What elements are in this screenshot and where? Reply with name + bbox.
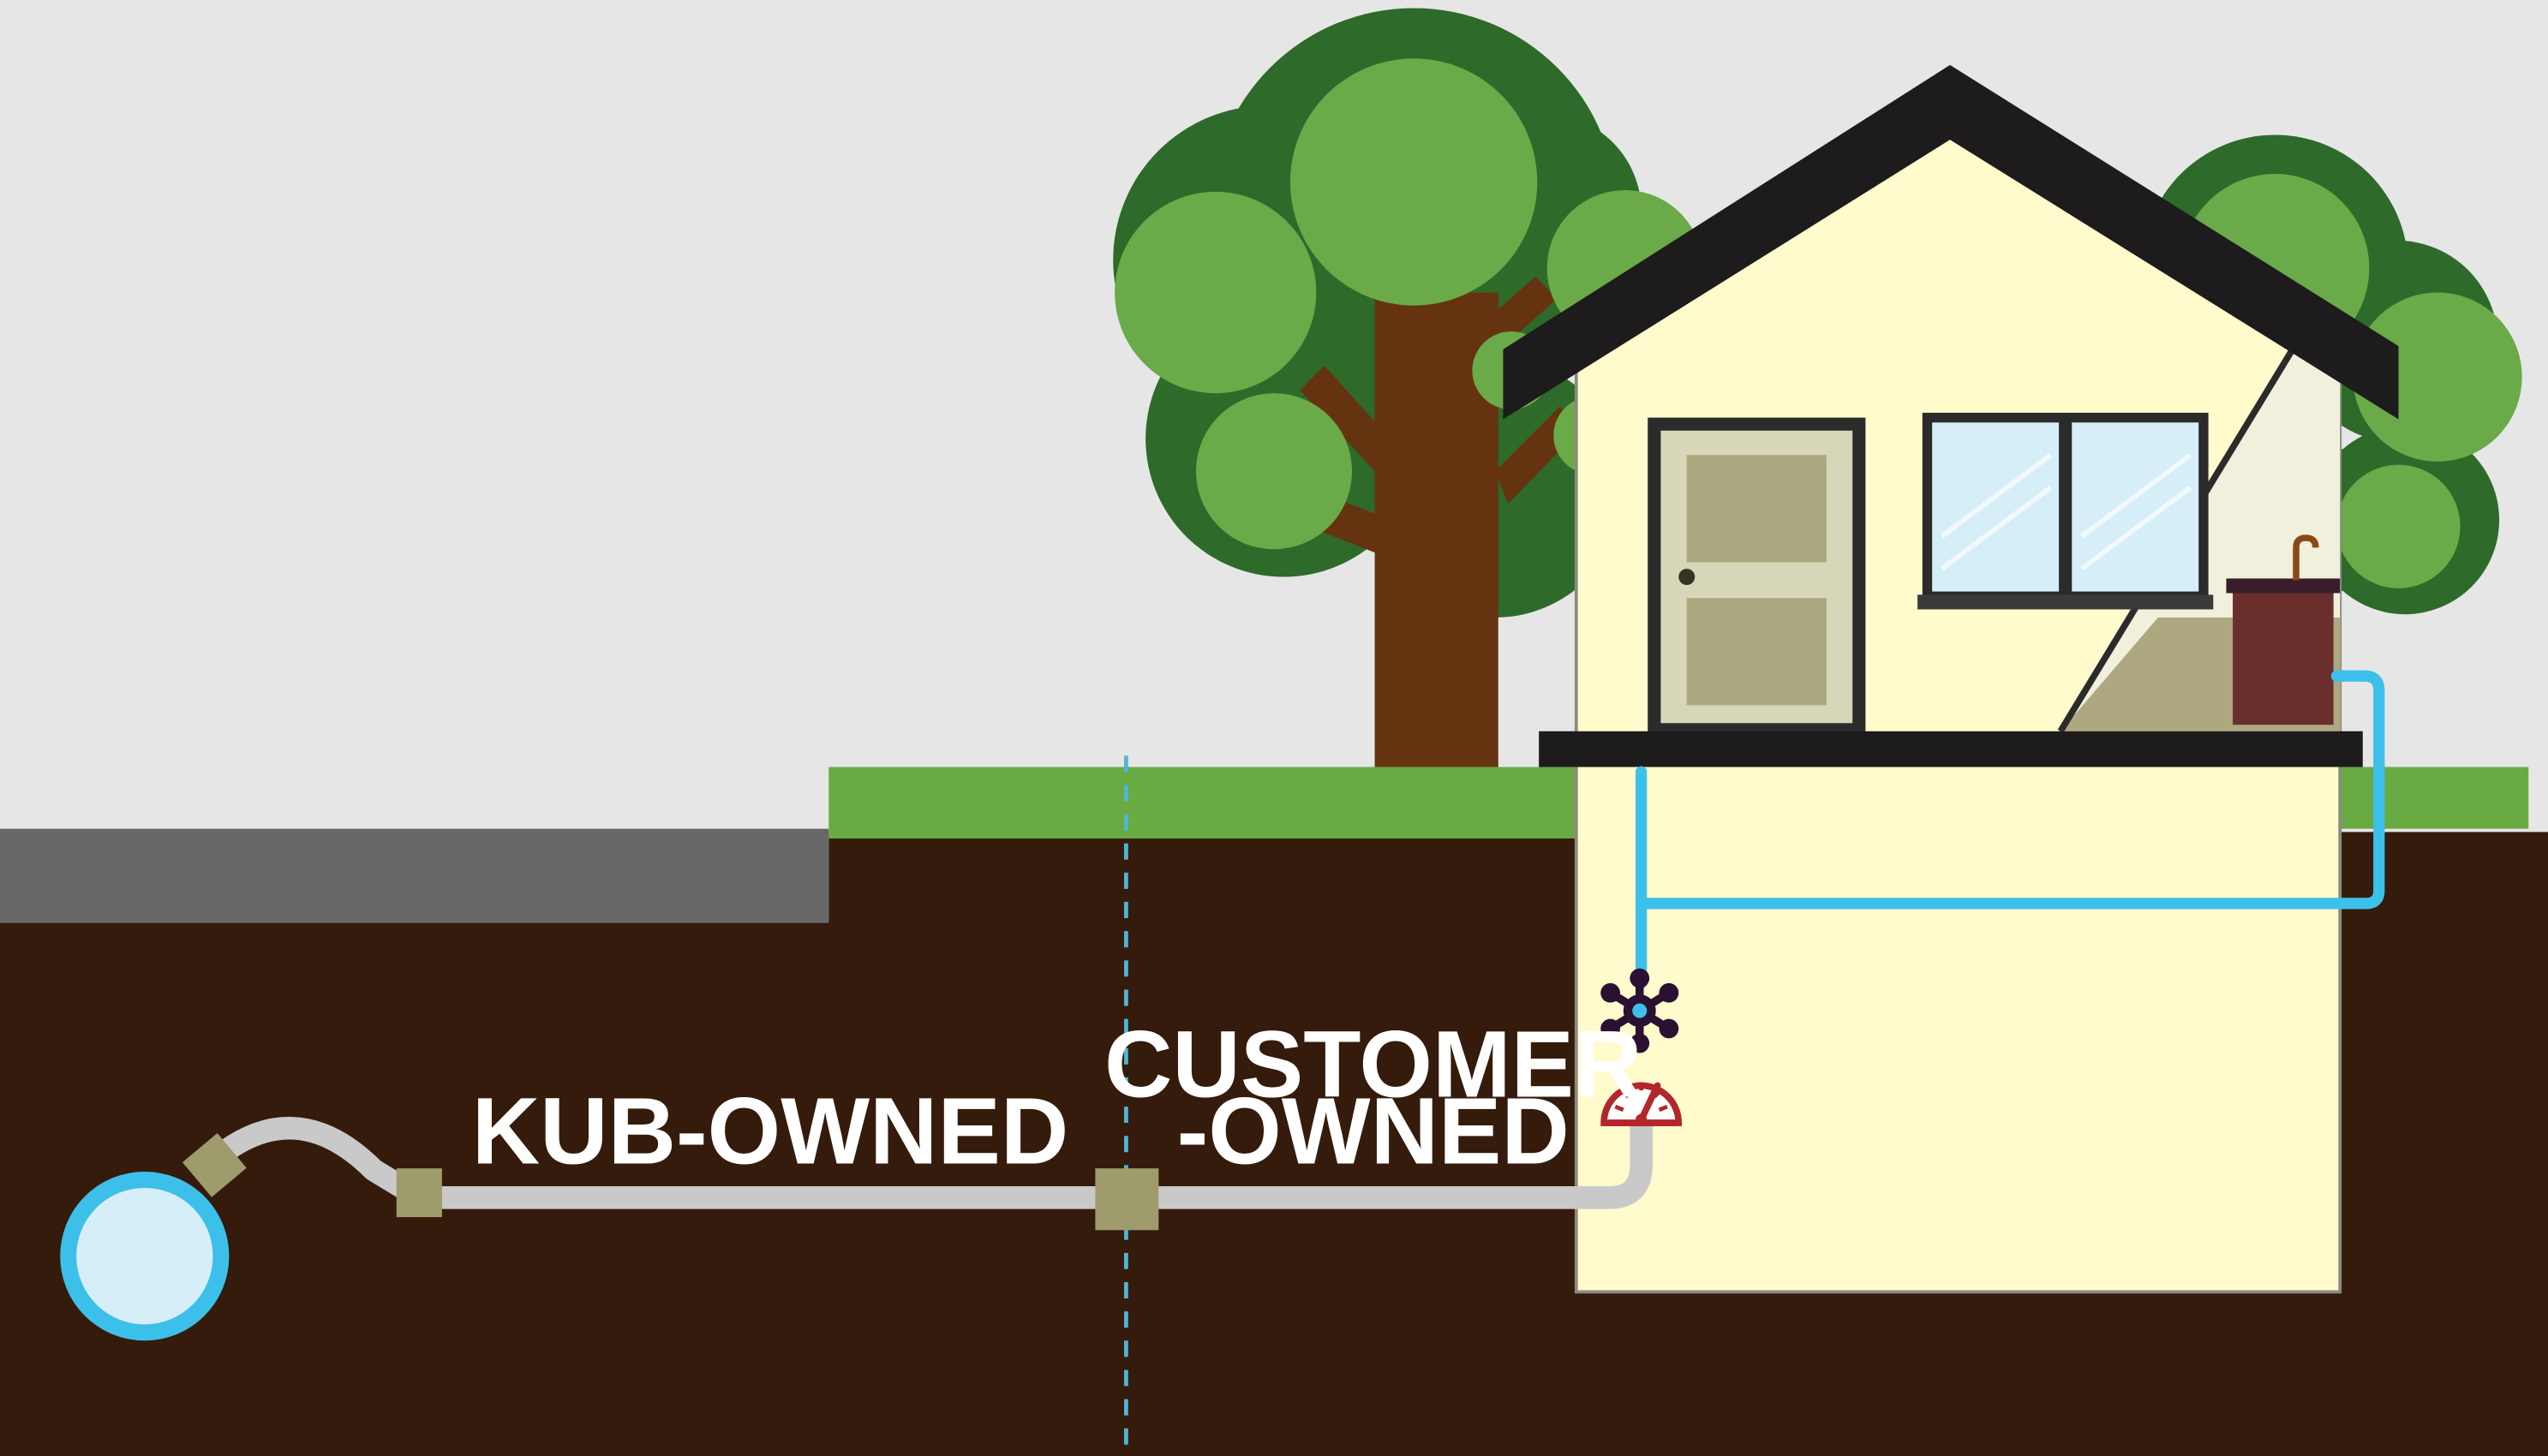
kub-owned-label: KUB-OWNED — [472, 1078, 1069, 1184]
house — [1503, 64, 2399, 767]
water-meter-icon — [1600, 1082, 1683, 1126]
road — [0, 828, 829, 923]
roof — [1503, 64, 2399, 420]
water-main-icon — [60, 1171, 230, 1341]
service-fitting — [396, 1168, 442, 1218]
corporation-stop-fitting — [182, 1132, 247, 1197]
service-pipe — [196, 1109, 1653, 1209]
door — [1648, 417, 1866, 733]
basement — [1574, 761, 2342, 1294]
faucet-icon — [2226, 534, 2341, 725]
customer-owned-label-line2: -OWNED — [1177, 1078, 1570, 1184]
curb-stop-fitting — [1095, 1168, 1159, 1231]
floor-slab — [1539, 731, 2363, 767]
customer-owned-label-line1: CUSTOMER — [1104, 1012, 1642, 1118]
valve-wheel-icon — [1600, 968, 1679, 1053]
house-water-lines — [1636, 670, 2385, 989]
grass-right — [2336, 767, 2529, 829]
window — [1917, 412, 2214, 610]
grass-left — [828, 767, 1580, 839]
